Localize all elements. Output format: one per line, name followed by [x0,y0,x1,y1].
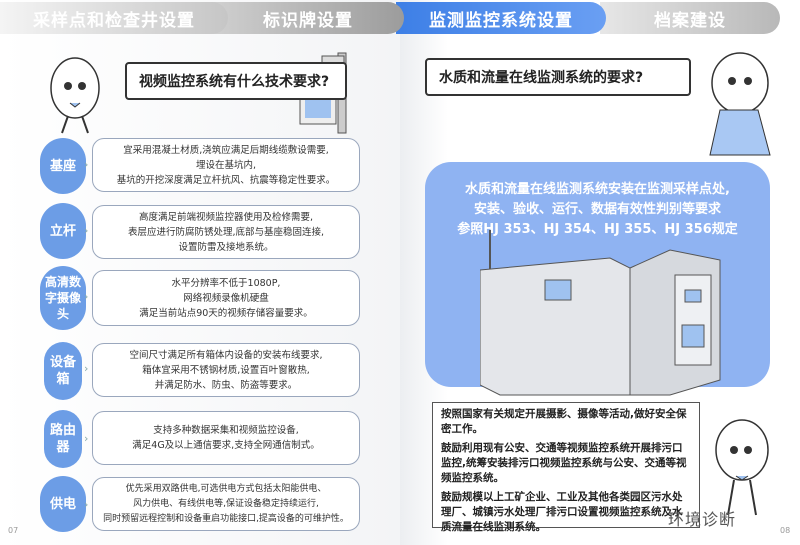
mascot-illustration [709,52,771,156]
note-paragraph: 按照国家有关规定开展摄影、摄像等活动,做好安全保密工作。 [441,408,687,435]
mascot-illustration [715,419,769,516]
arrow-icon: › [84,158,89,171]
tab-sampling-points[interactable]: 采样点和检查井设置 [0,2,228,34]
notes-box: 按照国家有关规定开展摄影、摄像等活动,做好安全保密工作。 鼓励利用现有公安、交通… [432,402,700,533]
left-question-bubble: 视频监控系统有什么技术要求? [125,62,347,100]
page-number-left: 07 [8,526,19,535]
label-pole: 立杆 [40,203,86,259]
arrow-icon: › [84,224,89,237]
label-router: 路由器 [44,410,82,468]
desc-pole: 高度满足前端视频监控器使用及检修需要,表层应进行防腐防锈处理,底部与基座稳固连接… [92,205,360,259]
desc-hd-camera: 水平分辨率不低于1080P,网络视频录像机硬盘满足当前站点90天的视频存储容量要… [92,270,360,326]
tab-archive[interactable]: 档案建设 [600,2,780,34]
monitoring-cabinet-illustration [480,230,721,396]
right-question: 水质和流量在线监测系统的要求? [439,70,644,86]
label-hd-camera: 高清数字摄像头 [40,266,86,330]
section-tabs: 档案建设 监测监控系统设置 标识牌设置 采样点和检查井设置 [0,2,800,36]
label-power: 供电 [40,476,86,532]
tab-monitoring-system[interactable]: 监测监控系统设置 [396,2,606,34]
label-equipment-box: 设备箱 [44,342,82,400]
note-paragraph: 鼓励利用现有公安、交通等视频监控系统开展排污口监控,统筹安装排污口视频监控系统与… [441,442,687,484]
standards-text: 水质和流量在线监测系统安装在监测采样点处,安装、验收、运行、数据有效性判别等要求… [457,182,738,237]
arrow-icon: › [84,498,89,511]
left-question: 视频监控系统有什么技术要求? [139,74,330,90]
desc-power: 优先采用双路供电,可选供电方式包括太阳能供电、风力供电、有线供电等,保证设备稳定… [92,477,360,531]
arrow-icon: › [84,432,89,445]
page-number-right: 08 [780,526,791,535]
label-base: 基座 [40,138,86,194]
desc-base: 宜采用混凝土材质,浇筑应满足后期线缆敷设需要,埋设在基坑内,基坑的开挖深度满足立… [92,138,360,192]
note-paragraph: 鼓励规模以上工矿企业、工业及其他各类园区污水处理厂、城镇污水处理厂排污口设置视频… [441,491,683,533]
watermark: 环境诊断 [668,510,737,529]
desc-equipment-box: 空间尺寸满足所有箱体内设备的安装布线要求,箱体宜采用不锈钢材质,设置百叶窗散热,… [92,343,360,397]
arrow-icon: › [84,290,89,303]
desc-router: 支持多种数据采集和视频监控设备,满足4G及以上通信要求,支持全网通信制式。 [92,411,360,465]
arrow-icon: › [84,362,89,375]
tab-signage[interactable]: 标识牌设置 [212,2,404,34]
right-question-bubble: 水质和流量在线监测系统的要求? [425,58,691,96]
